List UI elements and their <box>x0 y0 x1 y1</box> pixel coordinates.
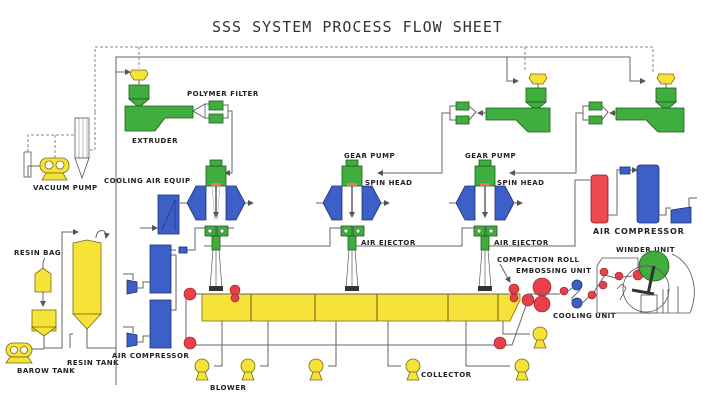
resin-feed-lines <box>115 56 646 385</box>
ejector-air-lines <box>170 179 590 251</box>
polymer-filter-3 <box>509 101 616 176</box>
cooling-air-unit <box>123 194 188 349</box>
spin-head-label-1: SPIN HEAD <box>365 179 412 187</box>
winder-unit-label: WINDER UNIT <box>616 246 675 254</box>
vacuum-pump <box>23 134 75 181</box>
vacuum-dashed-lines <box>90 46 654 151</box>
air-compressor-right <box>590 165 697 224</box>
gear-pump-label-2: GEAR PUMP <box>465 152 516 160</box>
blower-label: BLOWER <box>210 384 247 392</box>
compaction-roll-label: COMPACTION ROLL <box>497 256 580 264</box>
spin-unit-2 <box>316 159 389 291</box>
diagram-title: SSS SYSTEM PROCESS FLOW SHEET <box>212 18 503 36</box>
air-ejector-label-1: AIR EJECTOR <box>361 239 416 247</box>
spin-unit-1 <box>180 159 253 291</box>
hopper-2 <box>528 73 548 88</box>
compaction-pointer-arrow <box>499 263 511 283</box>
blower-1 <box>194 321 223 381</box>
resin-tank <box>69 230 116 349</box>
extruder-2 <box>485 87 551 133</box>
blower-3 <box>308 321 337 381</box>
polymer-filter-2 <box>377 101 486 176</box>
air-compressor-right-label: AIR COMPRESSOR <box>593 227 685 236</box>
embossing-unit-label: EMBOSSING UNIT <box>516 267 591 275</box>
spin-unit-3 <box>449 159 522 291</box>
air-compressor-left-label: AIR COMPRESSOR <box>112 352 189 360</box>
gear-pump-label-1: GEAR PUMP <box>344 152 395 160</box>
forming-conveyor <box>183 283 535 350</box>
barow-tank <box>5 229 79 364</box>
hopper-1 <box>129 69 149 85</box>
collector-label: COLLECTOR <box>421 371 472 379</box>
extruder-3 <box>615 87 685 133</box>
polymer-filter-1 <box>192 100 233 176</box>
vacuum-pump-label: VACUUM PUMP <box>33 184 98 192</box>
blower-2 <box>240 321 269 381</box>
embossing-unit <box>528 277 591 313</box>
extruder-1 <box>124 84 194 132</box>
cooling-air-equip-label: COOLING AIR EQUIP <box>104 177 191 185</box>
vacuum-filter-tower <box>74 117 90 180</box>
blower-4 <box>387 321 421 381</box>
hopper-3 <box>656 73 676 88</box>
cooling-unit-label: COOLING UNIT <box>553 312 616 320</box>
blower-5 <box>465 321 530 381</box>
spin-head-label-2: SPIN HEAD <box>497 179 544 187</box>
extruder-label: EXTRUDER <box>132 137 178 145</box>
resin-bag <box>34 257 52 307</box>
blower-6 <box>502 321 548 349</box>
air-ejector-label-2: AIR EJECTOR <box>494 239 549 247</box>
resin-bag-label: RESIN BAG <box>14 249 61 257</box>
winder-unit <box>587 250 695 314</box>
resin-tank-label: RESIN TANK <box>67 359 119 367</box>
polymer-filter-label: POLYMER FILTER <box>187 90 259 98</box>
barow-tank-label: BAROW TANK <box>17 367 75 375</box>
